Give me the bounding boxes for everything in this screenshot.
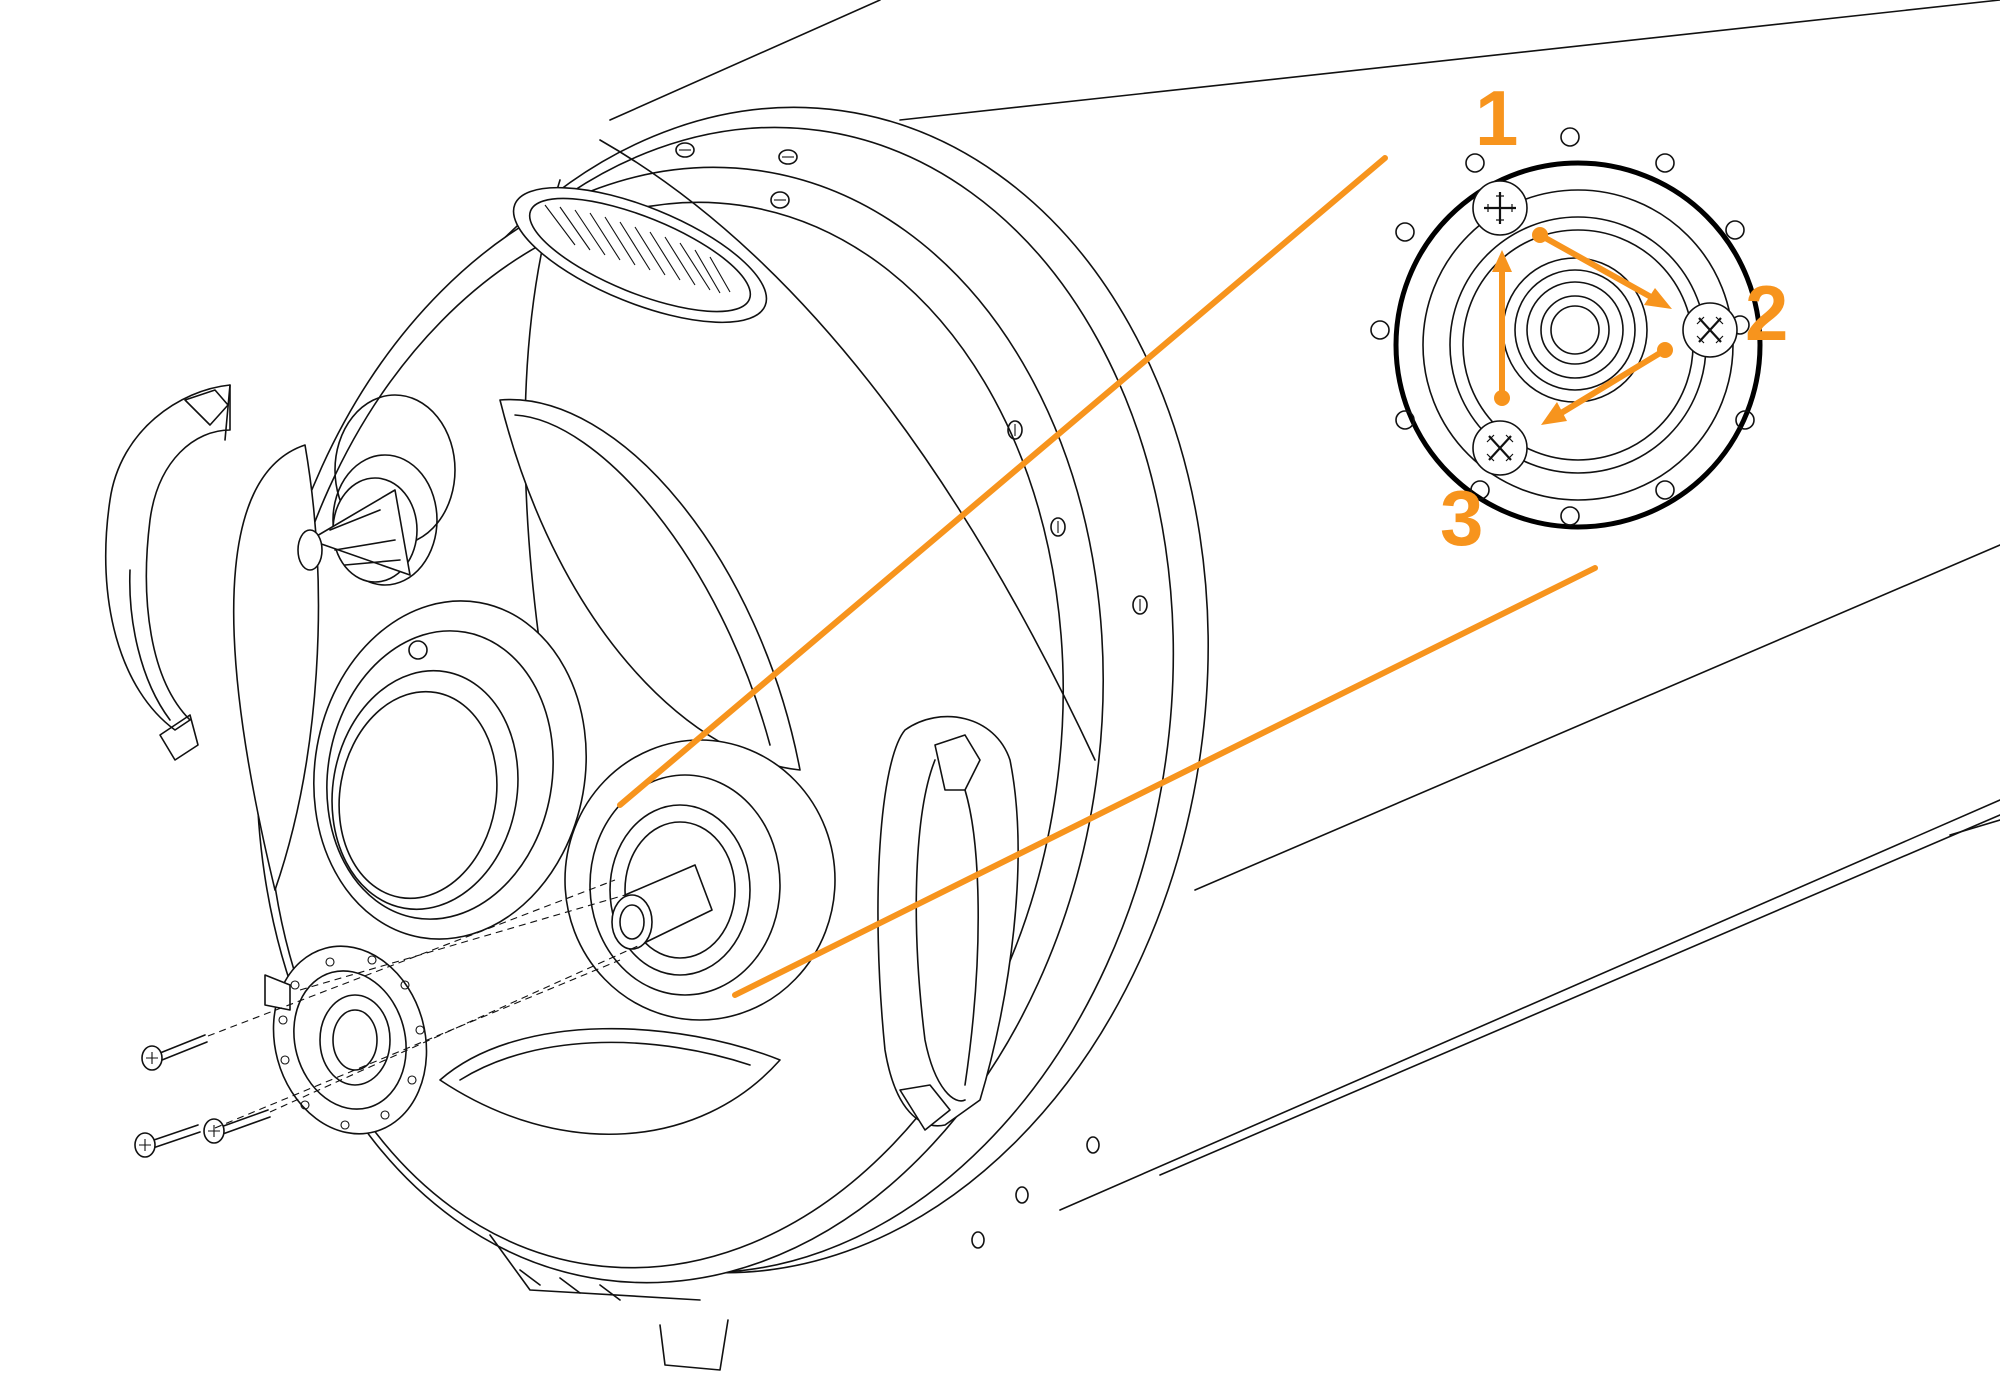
screw-icon <box>1086 1136 1100 1154</box>
screw-icon <box>1682 302 1738 358</box>
main-port <box>313 600 587 940</box>
screw-icon <box>1007 420 1023 440</box>
step-number-1: 1 <box>1475 74 1518 162</box>
step-number-3: 3 <box>1440 474 1483 562</box>
screw-icon <box>1050 517 1066 537</box>
rim-screws <box>675 142 1148 1249</box>
handle-icon <box>877 715 1019 1131</box>
flange-icon <box>264 945 428 1135</box>
vent-grille-icon <box>512 186 768 324</box>
cylinder-body <box>609 0 2000 1211</box>
screw-icon <box>1015 1186 1029 1204</box>
screw-icon <box>141 1034 208 1071</box>
connector-icon <box>564 739 836 1021</box>
recess-left <box>232 444 320 891</box>
handle-icon <box>104 384 231 761</box>
screw-icon <box>675 142 695 158</box>
recess-upper-right <box>499 398 801 771</box>
alignment-lines <box>207 879 641 1129</box>
screw-icon <box>1472 420 1528 476</box>
detail-inset: 1 2 3 <box>1370 74 1788 562</box>
screw-icon <box>203 1109 271 1144</box>
screw-icon <box>134 1124 201 1158</box>
sequence-arrows <box>1492 227 1673 425</box>
recess-lower <box>439 1027 781 1135</box>
screw-icon <box>770 191 790 209</box>
screw-icon <box>1132 595 1148 615</box>
callout-leaders <box>617 155 1598 998</box>
screw-icon <box>971 1231 985 1249</box>
bolt-holes <box>1370 127 1755 526</box>
screw-icon <box>1472 180 1528 236</box>
screw-icon <box>778 149 798 165</box>
step-number-2: 2 <box>1745 269 1788 357</box>
valve-fitting <box>297 394 456 586</box>
